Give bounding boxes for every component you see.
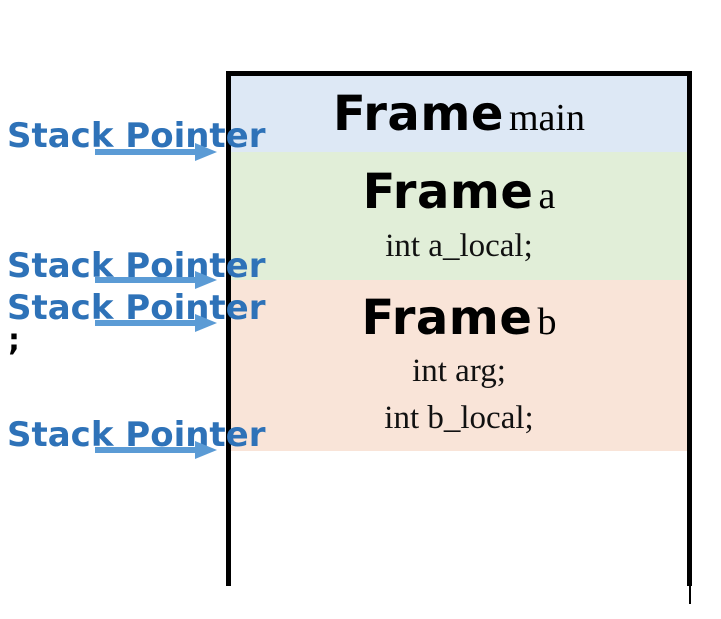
frame-b-declaration-arg: int arg;: [412, 353, 506, 389]
right-arrow-icon: [95, 271, 217, 289]
frame-a-keyword: Frame: [362, 164, 534, 220]
stack-pointer-label-4: Stack Pointer: [7, 415, 266, 455]
frame-a-title: Frame a: [231, 164, 687, 220]
frame-a-name: a: [538, 175, 556, 217]
frame-main-keyword: Frame: [333, 86, 504, 142]
frame-main-title: Frame main: [231, 86, 687, 142]
frame-b-keyword: Frame: [361, 290, 533, 346]
frame-a-declaration: int a_local;: [385, 228, 533, 264]
stack-border-right: [687, 71, 692, 586]
frame-main-name: main: [508, 97, 585, 139]
frame-b-name: b: [537, 301, 557, 343]
frame-main: Frame main: [231, 76, 687, 152]
stray-semicolon: ;: [8, 323, 20, 358]
right-arrow-icon: [95, 143, 217, 161]
stack-pointer-label-1: Stack Pointer: [7, 116, 266, 156]
frame-a: Frame a int a_local;: [231, 152, 687, 280]
stack-border-tail: [689, 586, 691, 604]
right-arrow-icon: [95, 314, 217, 332]
stack-border-top: [226, 71, 692, 76]
frame-b: Frame b int arg; int b_local;: [231, 280, 687, 451]
frame-b-title: Frame b: [231, 290, 687, 346]
right-arrow-icon: [95, 441, 217, 459]
stack-border-left: [226, 71, 231, 586]
frame-b-declaration-local: int b_local;: [384, 400, 534, 436]
stack-pointer-label-3: Stack Pointer: [7, 288, 266, 328]
